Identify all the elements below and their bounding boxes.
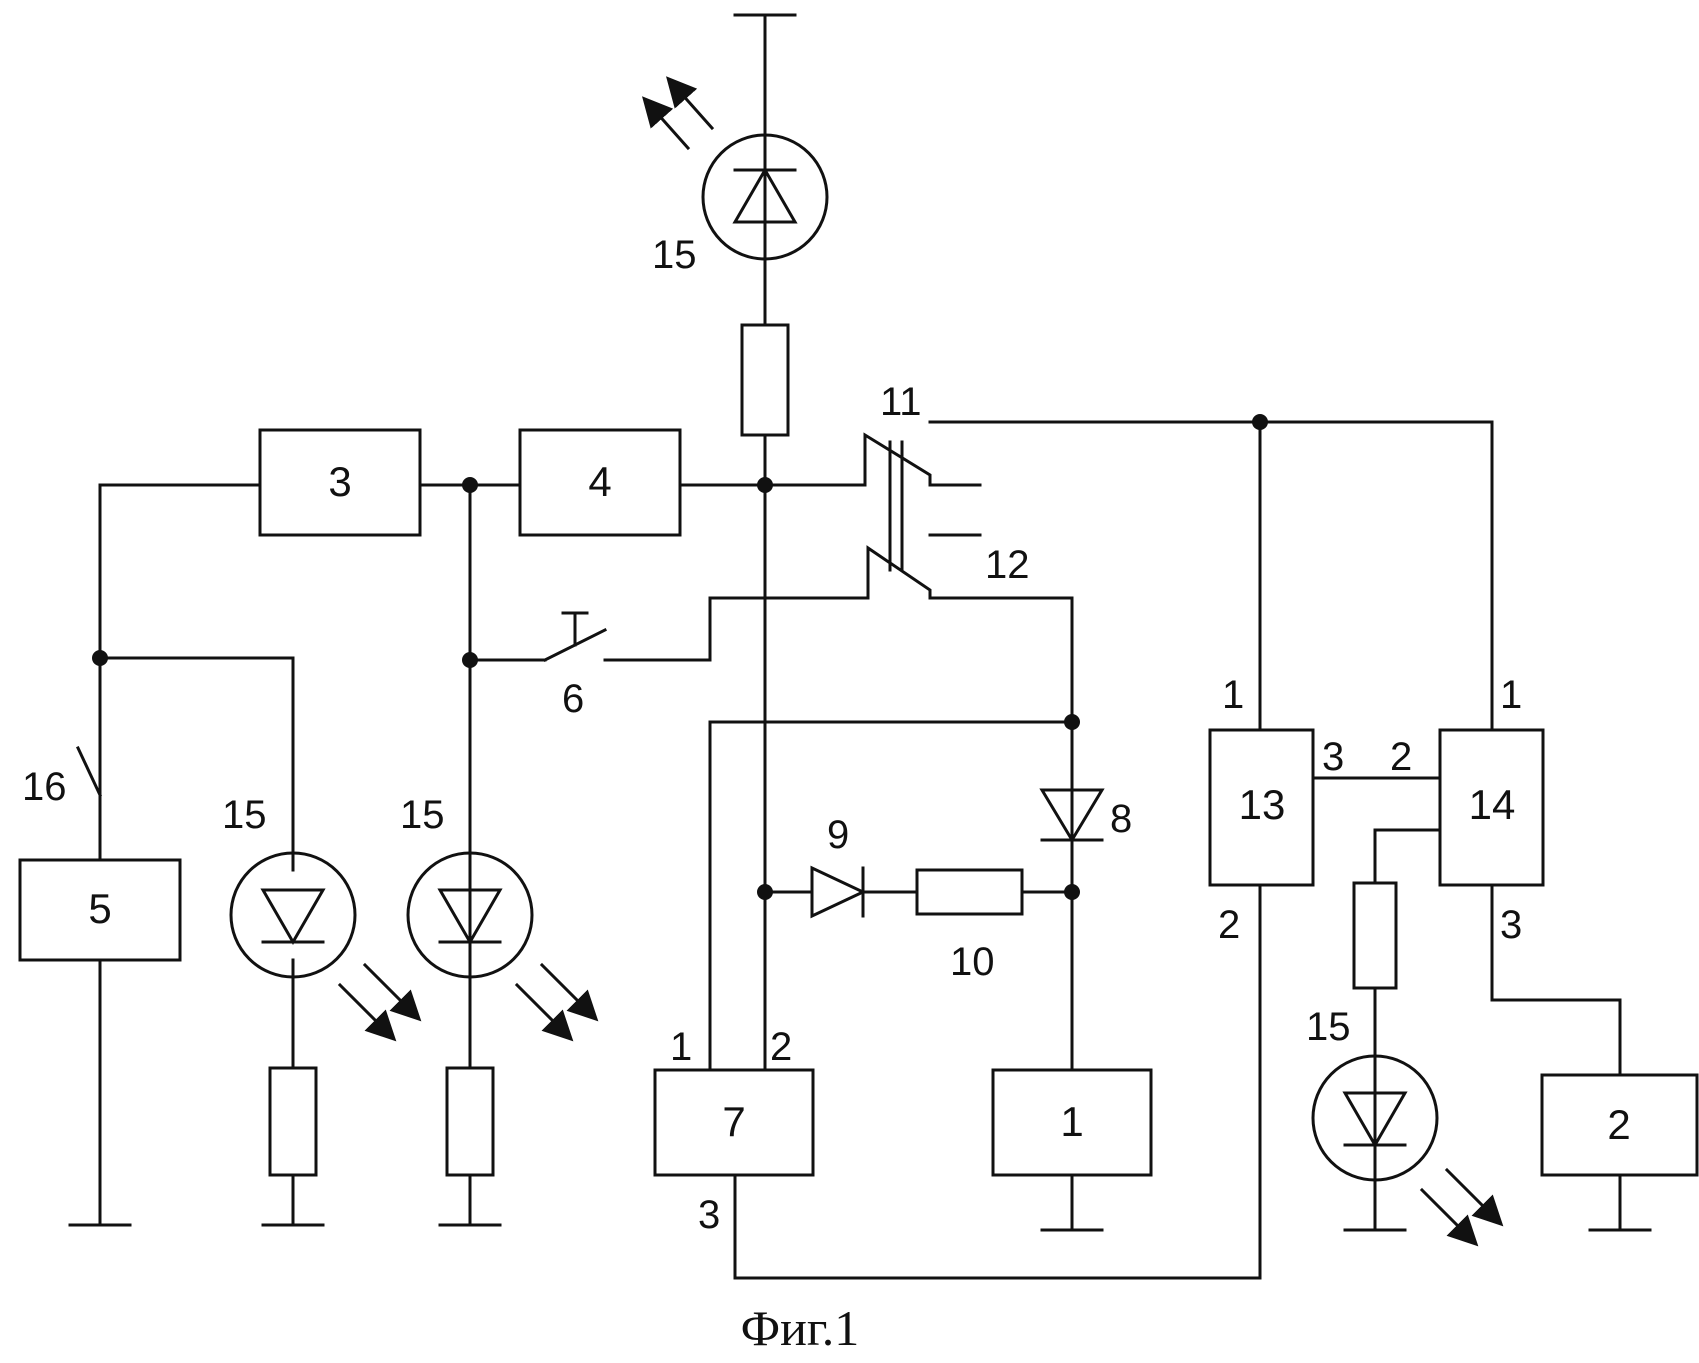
diode-9: [812, 868, 863, 916]
svg-text:5: 5: [88, 885, 111, 932]
svg-text:14: 14: [1469, 781, 1516, 828]
pin-b13-2: 2: [1218, 903, 1240, 947]
label-button-6: 6: [562, 677, 584, 721]
pin-b13-3: 3: [1322, 735, 1344, 779]
pin-b7-2: 2: [770, 1025, 792, 1069]
resistor-top: [742, 325, 788, 435]
led-r: [1313, 1056, 1497, 1240]
svg-text:2: 2: [1607, 1101, 1630, 1148]
led-b: [408, 853, 592, 1035]
label-contact-12: 12: [985, 543, 1030, 587]
component-labels: 15 16 15 15 6 11 12 9 8 10 15: [22, 233, 1351, 1049]
label-led-a: 15: [222, 793, 267, 837]
label-led-top: 15: [652, 233, 697, 277]
block-4: 4: [520, 430, 680, 535]
label-led-b: 15: [400, 793, 445, 837]
pin-b14-1: 1: [1500, 673, 1522, 717]
switch-16: [78, 658, 100, 860]
block-7: 7: [655, 1070, 813, 1175]
pin-b13-1: 1: [1222, 673, 1244, 717]
svg-text:4: 4: [588, 458, 611, 505]
push-button-6: [545, 613, 605, 660]
figure-caption: Фиг.1: [741, 1300, 860, 1356]
resistor-b: [447, 1068, 493, 1175]
resistor-r: [1354, 883, 1396, 988]
led-a: [231, 853, 415, 1035]
block-3: 3: [260, 430, 420, 535]
label-resistor-10: 10: [950, 940, 995, 984]
pin-b7-3: 3: [698, 1193, 720, 1237]
pin-b14-2: 2: [1390, 735, 1412, 779]
svg-text:7: 7: [722, 1098, 745, 1145]
svg-text:1: 1: [1060, 1098, 1083, 1145]
label-led-r: 15: [1306, 1005, 1351, 1049]
label-diode-8: 8: [1110, 797, 1132, 841]
label-contact-11: 11: [880, 380, 922, 424]
svg-text:3: 3: [328, 458, 351, 505]
resistor-a: [270, 1068, 316, 1175]
pin-b7-1: 1: [670, 1025, 692, 1069]
block-13: 13: [1210, 730, 1313, 885]
block-5: 5: [20, 860, 180, 960]
resistor-10: [917, 870, 1022, 914]
pin-b14-3: 3: [1500, 903, 1522, 947]
svg-text:13: 13: [1239, 781, 1286, 828]
relay-contacts-11-12: [865, 435, 980, 598]
block-2: 2: [1542, 1075, 1697, 1175]
label-switch-16: 16: [22, 765, 67, 809]
block-1: 1: [993, 1070, 1151, 1175]
label-diode-9: 9: [827, 813, 849, 857]
block-14: 14: [1440, 730, 1543, 885]
